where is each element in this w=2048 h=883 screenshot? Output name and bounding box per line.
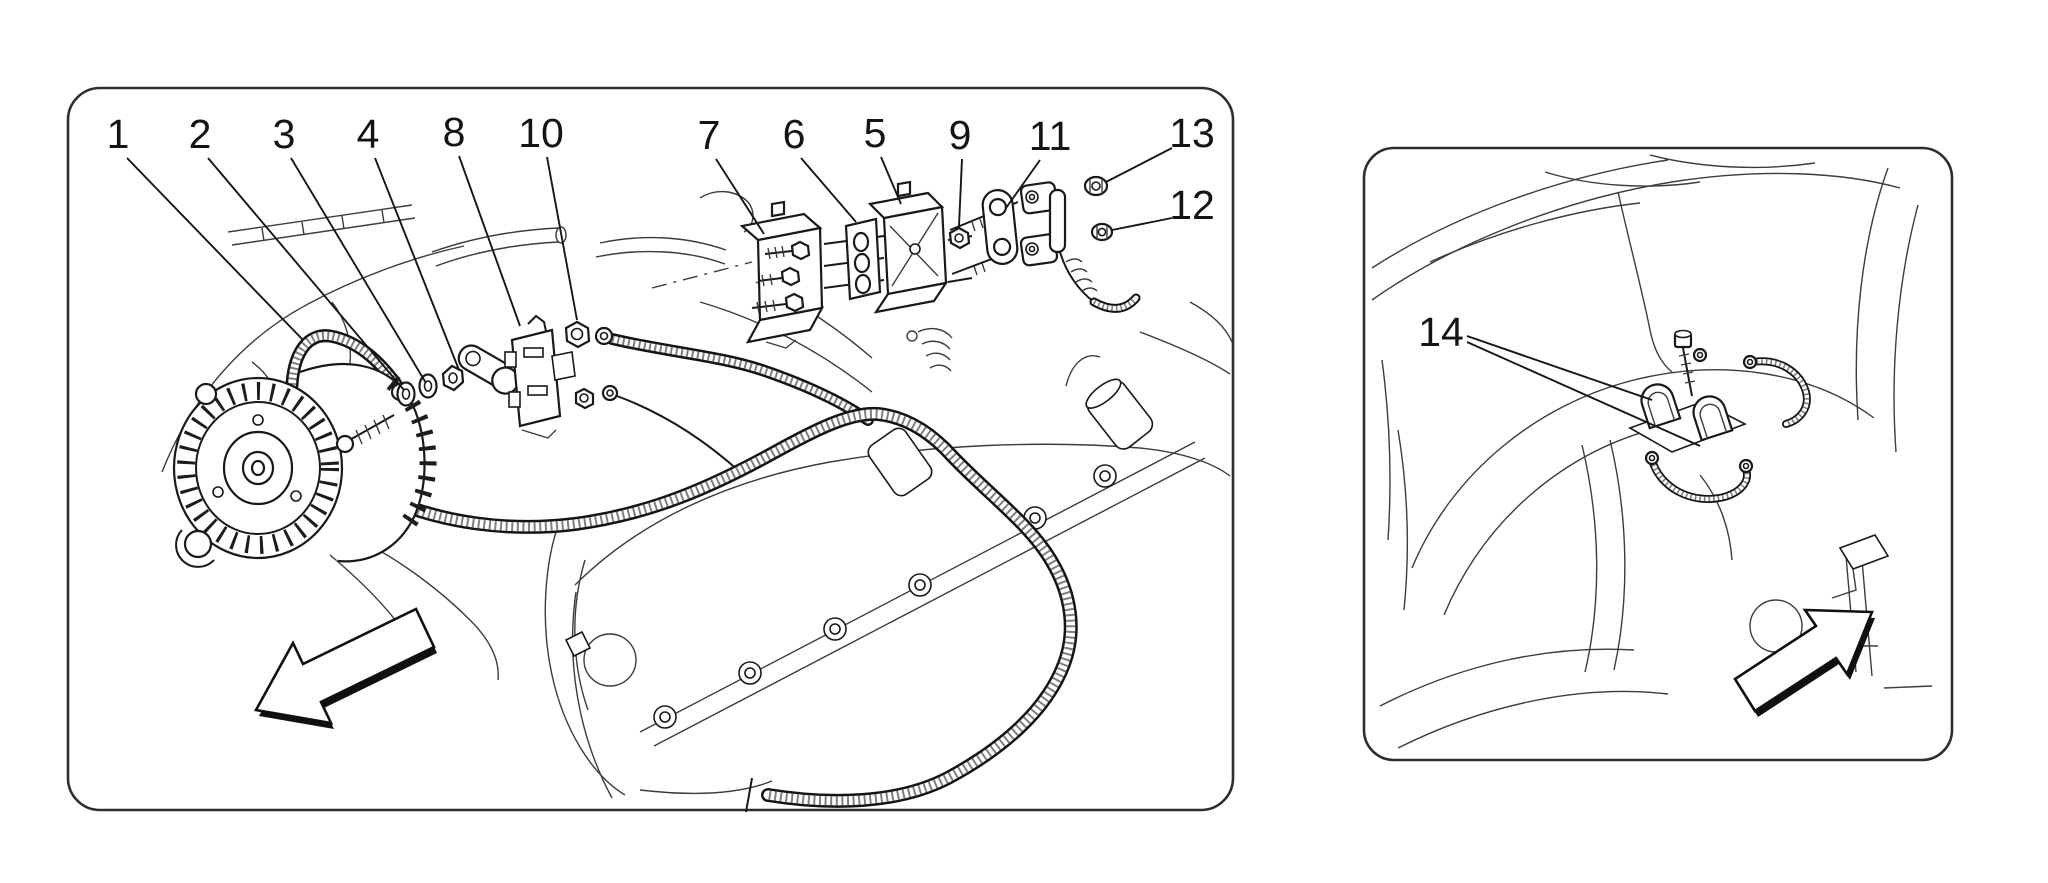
positive-cable-upper xyxy=(606,333,874,426)
insulating-spacer-11 xyxy=(981,189,1019,265)
callout-2: 2 xyxy=(189,111,405,391)
clamp-screw xyxy=(1673,329,1696,397)
cable-sleeve xyxy=(867,427,933,497)
callout-3: 3 xyxy=(273,111,427,384)
callout-11: 11 xyxy=(1005,113,1072,209)
callout-12-label: 12 xyxy=(1169,182,1215,228)
cable-eyelet-upper xyxy=(594,326,614,346)
axis-line xyxy=(651,261,753,289)
rubber-grommet xyxy=(1085,378,1154,450)
cable-clamp-left xyxy=(1640,383,1682,430)
main-exploded-view-panel: 1 2 3 4 8 10 7 xyxy=(66,86,1235,813)
cable-clamp-assembly xyxy=(1628,329,1811,503)
terminal-stud xyxy=(335,414,395,454)
callout-4-label: 4 xyxy=(357,111,380,157)
callout-1-label: 1 xyxy=(107,111,130,157)
lower-nut-eyelet xyxy=(574,384,619,410)
nut-12 xyxy=(1090,222,1114,242)
detail-view-panel: 14 xyxy=(1362,146,1954,762)
callout-4: 4 xyxy=(357,111,460,371)
cable-clamp-right xyxy=(1692,395,1734,442)
callout-6-label: 6 xyxy=(783,111,806,157)
callout-7: 7 xyxy=(698,112,765,235)
direction-arrow-detail xyxy=(1733,608,1875,717)
valve-cover-bolts xyxy=(653,464,1117,729)
callout-14-label: 14 xyxy=(1418,309,1464,355)
callout-5: 5 xyxy=(864,110,902,205)
detail-panel-border xyxy=(1362,146,1954,762)
callout-10: 10 xyxy=(518,110,578,321)
callout-14: 14 xyxy=(1418,309,1701,447)
nut-13 xyxy=(1083,175,1109,197)
callout-10-label: 10 xyxy=(518,110,564,156)
callout-1: 1 xyxy=(107,111,304,341)
generator-cable-part1 xyxy=(285,329,407,397)
spacer-plate-6 xyxy=(844,217,882,301)
nut-10 xyxy=(564,320,591,349)
direction-arrow-main xyxy=(253,607,437,729)
callout-3-label: 3 xyxy=(273,111,296,157)
ground-strap-lower xyxy=(1644,450,1754,503)
alternator xyxy=(172,363,437,568)
generator-main-cable xyxy=(369,406,1078,813)
callout-8-label: 8 xyxy=(443,109,466,155)
callout-8: 8 xyxy=(443,109,521,327)
callout-2-label: 2 xyxy=(189,111,212,157)
callout-13-label: 13 xyxy=(1169,110,1215,156)
cable-terminals xyxy=(1019,181,1141,313)
engine-block xyxy=(329,327,1231,799)
callout-13: 13 xyxy=(1105,110,1215,183)
callout-9-label: 9 xyxy=(949,112,972,158)
callout-6: 6 xyxy=(783,111,857,223)
callout-9: 9 xyxy=(949,112,972,227)
callout-11-label: 11 xyxy=(1029,113,1072,159)
callouts-main: 1 2 3 4 8 10 7 xyxy=(107,109,1215,391)
callout-7-label: 7 xyxy=(698,112,721,158)
ground-strap-upper xyxy=(1692,347,1811,428)
small-ground-cable xyxy=(616,395,741,473)
callout-12: 12 xyxy=(1111,182,1215,231)
cable-holder-bracket-8 xyxy=(504,314,576,439)
support-bracket-7 xyxy=(739,200,825,349)
callout-5-label: 5 xyxy=(864,110,887,156)
terminal-bracket-5 xyxy=(867,180,973,314)
nut-9 xyxy=(948,226,971,250)
